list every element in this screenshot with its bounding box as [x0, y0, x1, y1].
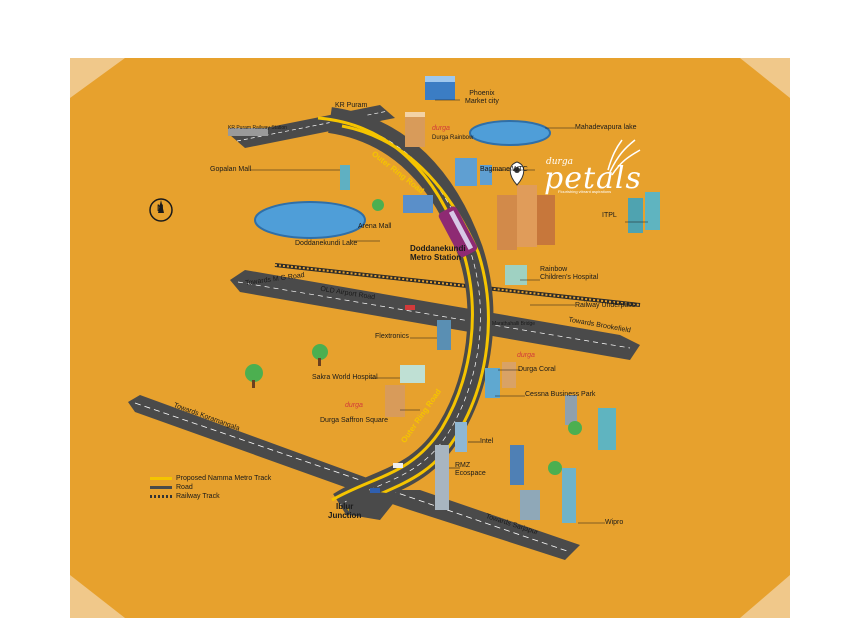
- legend-label-metro: Proposed Namma Metro Track: [176, 475, 272, 482]
- label-phoenix: Phoenix Market city: [465, 90, 499, 105]
- road-old-airport: [230, 270, 640, 360]
- building-durga-petals: [497, 185, 555, 250]
- building-arena-mall: [403, 195, 433, 213]
- location-pin-icon: [509, 161, 525, 186]
- building-sakra: [400, 365, 425, 383]
- legend-label-railway: Railway Track: [176, 493, 220, 500]
- label-durga-rainbow: Durga Rainbow: [432, 135, 474, 141]
- tree-5: [548, 461, 562, 475]
- building-cessna: [565, 395, 616, 450]
- label-kr-puram: KR Puram: [335, 102, 368, 109]
- building-rainbow-hospital: [505, 265, 527, 285]
- compass-icon: [149, 198, 173, 222]
- road-iblur-branch: [345, 490, 400, 520]
- label-mahadevapura-lake: Mahadevapura lake: [575, 124, 637, 131]
- label-metro-station: Doddanekundi Metro Station: [410, 244, 466, 262]
- label-durga-saffron: Durga Saffron Square: [320, 417, 388, 424]
- label-itpl: ITPL: [602, 212, 617, 219]
- building-gopalan: [340, 165, 350, 190]
- label-intel: Intel: [480, 438, 494, 445]
- label-rainbow-hospital: Rainbow Children's Hospital: [540, 266, 599, 281]
- label-marathahalli-bridge: Marathahalli Bridge: [492, 321, 536, 327]
- legend-label-road: Road: [176, 484, 193, 491]
- building-durga-saffron: [385, 385, 405, 417]
- legend-swatch-road: [150, 486, 172, 489]
- metro-track: [317, 116, 490, 512]
- label-durga-coral: Durga Coral: [518, 366, 556, 373]
- brand-leaf-icon: [607, 139, 641, 176]
- road-koramangala-sarjapur: [128, 395, 580, 560]
- legend-row-metro: Proposed Namma Metro Track: [150, 474, 271, 483]
- label-arena-mall: Arena Mall: [358, 223, 392, 230]
- building-flextronics: [437, 320, 451, 350]
- building-bagmane: [455, 158, 492, 186]
- corner-top-left: [70, 58, 125, 98]
- kr-puram-station-platform: [228, 128, 268, 136]
- corner-bottom-right: [740, 575, 790, 618]
- tree-3: [372, 199, 384, 211]
- building-durga-coral: [485, 362, 516, 398]
- building-wipro: [562, 468, 576, 523]
- tree-1: [312, 344, 328, 366]
- durga-logo-coral: durga: [517, 352, 535, 359]
- building-phoenix: [425, 76, 455, 100]
- label-sakra: Sakra World Hospital: [312, 374, 378, 381]
- building-rmz: [435, 445, 540, 520]
- legend-swatch-railway: [150, 495, 172, 498]
- car-white: [393, 463, 403, 468]
- label-cessna: Cessna Business Park: [525, 391, 596, 398]
- label-wipro: Wipro: [605, 519, 624, 526]
- label-rmz: RMZ Ecospace: [455, 462, 486, 477]
- building-durga-rainbow: [405, 112, 425, 147]
- brand-tagline: Flourishing vibrant aspirations: [558, 189, 612, 194]
- corner-bottom-left: [70, 575, 125, 618]
- label-kr-puram-station: KR Puram Railway Station: [228, 125, 287, 131]
- tree-2: [245, 364, 263, 388]
- car-blue: [370, 488, 380, 493]
- brand-small-text: durga: [546, 157, 573, 167]
- durga-logo-rainbow: durga: [432, 125, 450, 132]
- durga-logo-saffron: durga: [345, 402, 363, 409]
- legend-row-railway: Railway Track: [150, 492, 271, 501]
- corner-top-right: [740, 58, 790, 98]
- label-bagmane-wtc: Bagmane WTC: [480, 166, 528, 173]
- railway-track-upper: [274, 263, 641, 307]
- building-intel: [455, 422, 467, 452]
- building-itpl: [628, 192, 660, 233]
- label-gopalan-mall: Gopalan Mall: [210, 166, 252, 173]
- metro-train: [438, 206, 478, 258]
- label-doddanekundi-lake: Doddanekundi Lake: [295, 240, 358, 247]
- compass-letter: N: [157, 203, 164, 213]
- legend-row-road: Road: [150, 483, 271, 492]
- doddanekundi-lake: [254, 201, 366, 239]
- tree-4: [568, 421, 582, 435]
- label-flextronics: Flextronics: [375, 333, 409, 340]
- legend-swatch-metro: [150, 477, 172, 480]
- map-legend: Proposed Namma Metro Track Road Railway …: [150, 474, 271, 501]
- label-iblur-junction: Iblur Junction: [328, 502, 362, 520]
- label-railway-underpass: Railway Underpass: [575, 302, 636, 309]
- brand-logo: durga petals Flourishing vibrant aspirat…: [540, 155, 641, 196]
- car-red: [405, 305, 415, 310]
- mahadevapura-lake: [469, 120, 551, 146]
- brand-big-text: petals: [544, 161, 642, 196]
